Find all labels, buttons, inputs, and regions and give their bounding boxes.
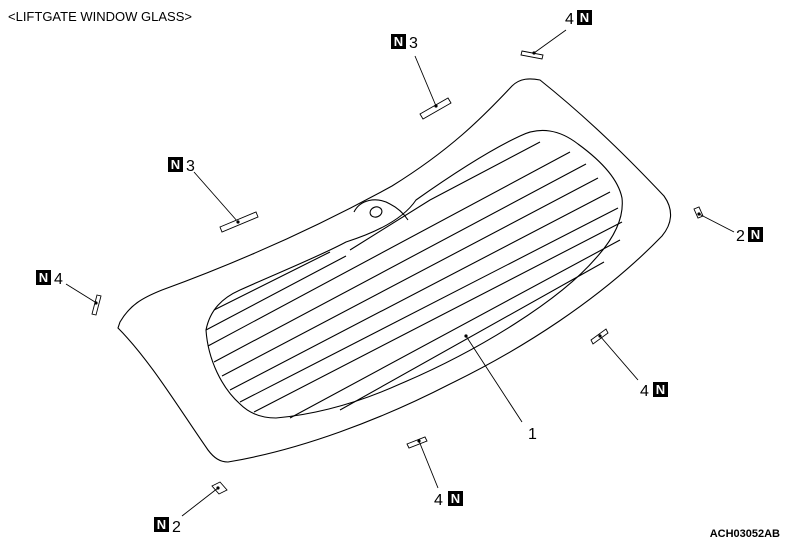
stop-lamp-hole	[369, 206, 383, 218]
defogger-line	[253, 221, 623, 413]
n-badge	[653, 382, 668, 397]
clip-part	[520, 50, 544, 60]
n-badge-letter: N	[394, 34, 403, 49]
callout-number: 1	[528, 426, 537, 443]
n-badge	[36, 270, 51, 285]
leader-line	[65, 283, 96, 303]
defogger-lines	[205, 141, 623, 419]
callout-number: 4	[640, 383, 649, 400]
n-badge-letter: N	[171, 157, 180, 172]
leader-line	[418, 440, 439, 489]
clip-part	[91, 294, 102, 316]
clip-part	[419, 97, 452, 120]
figure-code: ACH03052AB	[710, 528, 780, 540]
defogger-line	[289, 239, 621, 419]
leader-line	[193, 171, 239, 223]
glass-outer-outline	[117, 78, 672, 463]
leader-line	[181, 487, 219, 517]
clip-left-upper: N 3	[168, 157, 259, 233]
defogger-line	[221, 177, 599, 377]
clip-bottom-center: 4 N	[406, 436, 463, 509]
n-badge-letter: N	[580, 10, 589, 25]
clip-dot	[434, 104, 438, 108]
callout-number: 4	[565, 11, 574, 28]
clip-part	[406, 436, 428, 449]
leader-line	[414, 55, 437, 107]
callout-number: 2	[172, 519, 181, 536]
defogger-line	[213, 163, 587, 363]
clip-dot	[532, 51, 536, 55]
n-badge-letter: N	[656, 382, 665, 397]
leader-line	[599, 335, 639, 381]
callout-glass: 1	[464, 334, 537, 443]
callout-number: 4	[54, 271, 63, 288]
clip-left-mid: N 4	[36, 270, 102, 316]
clip-top-center: N 3	[391, 34, 452, 120]
leader-line	[533, 29, 567, 54]
callout-number: 2	[736, 228, 745, 245]
n-badge	[154, 517, 169, 532]
n-badge-letter: N	[157, 517, 166, 532]
n-badge	[448, 491, 463, 506]
callout-number: 3	[186, 158, 195, 175]
defogger-area-outline	[205, 129, 623, 419]
leader-line	[698, 213, 735, 233]
clip-top-right: 4 N	[520, 10, 592, 60]
callout-number: 3	[409, 35, 418, 52]
clip-right-mid: 4 N	[590, 328, 668, 400]
callout-number: 4	[434, 492, 443, 509]
defogger-line	[207, 151, 571, 347]
n-badge	[168, 157, 183, 172]
leader-line	[465, 335, 523, 423]
n-badge	[748, 227, 763, 242]
clip-right: 2 N	[693, 206, 763, 245]
clip-bottom-left: N 2	[154, 481, 228, 536]
defogger-line	[213, 251, 331, 311]
defogger-line	[205, 141, 541, 331]
defogger-line	[339, 261, 605, 411]
defogger-line	[229, 191, 611, 391]
stop-lamp-notch	[353, 199, 409, 221]
n-badge-letter: N	[39, 270, 48, 285]
clip-dot	[94, 301, 98, 305]
diagram-title: <LIFTGATE WINDOW GLASS>	[8, 9, 192, 24]
clip-dot	[236, 220, 240, 224]
n-badge-letter: N	[451, 491, 460, 506]
defogger-line	[239, 207, 619, 403]
n-badge	[577, 10, 592, 25]
n-badge	[391, 34, 406, 49]
n-badge-letter: N	[751, 227, 760, 242]
